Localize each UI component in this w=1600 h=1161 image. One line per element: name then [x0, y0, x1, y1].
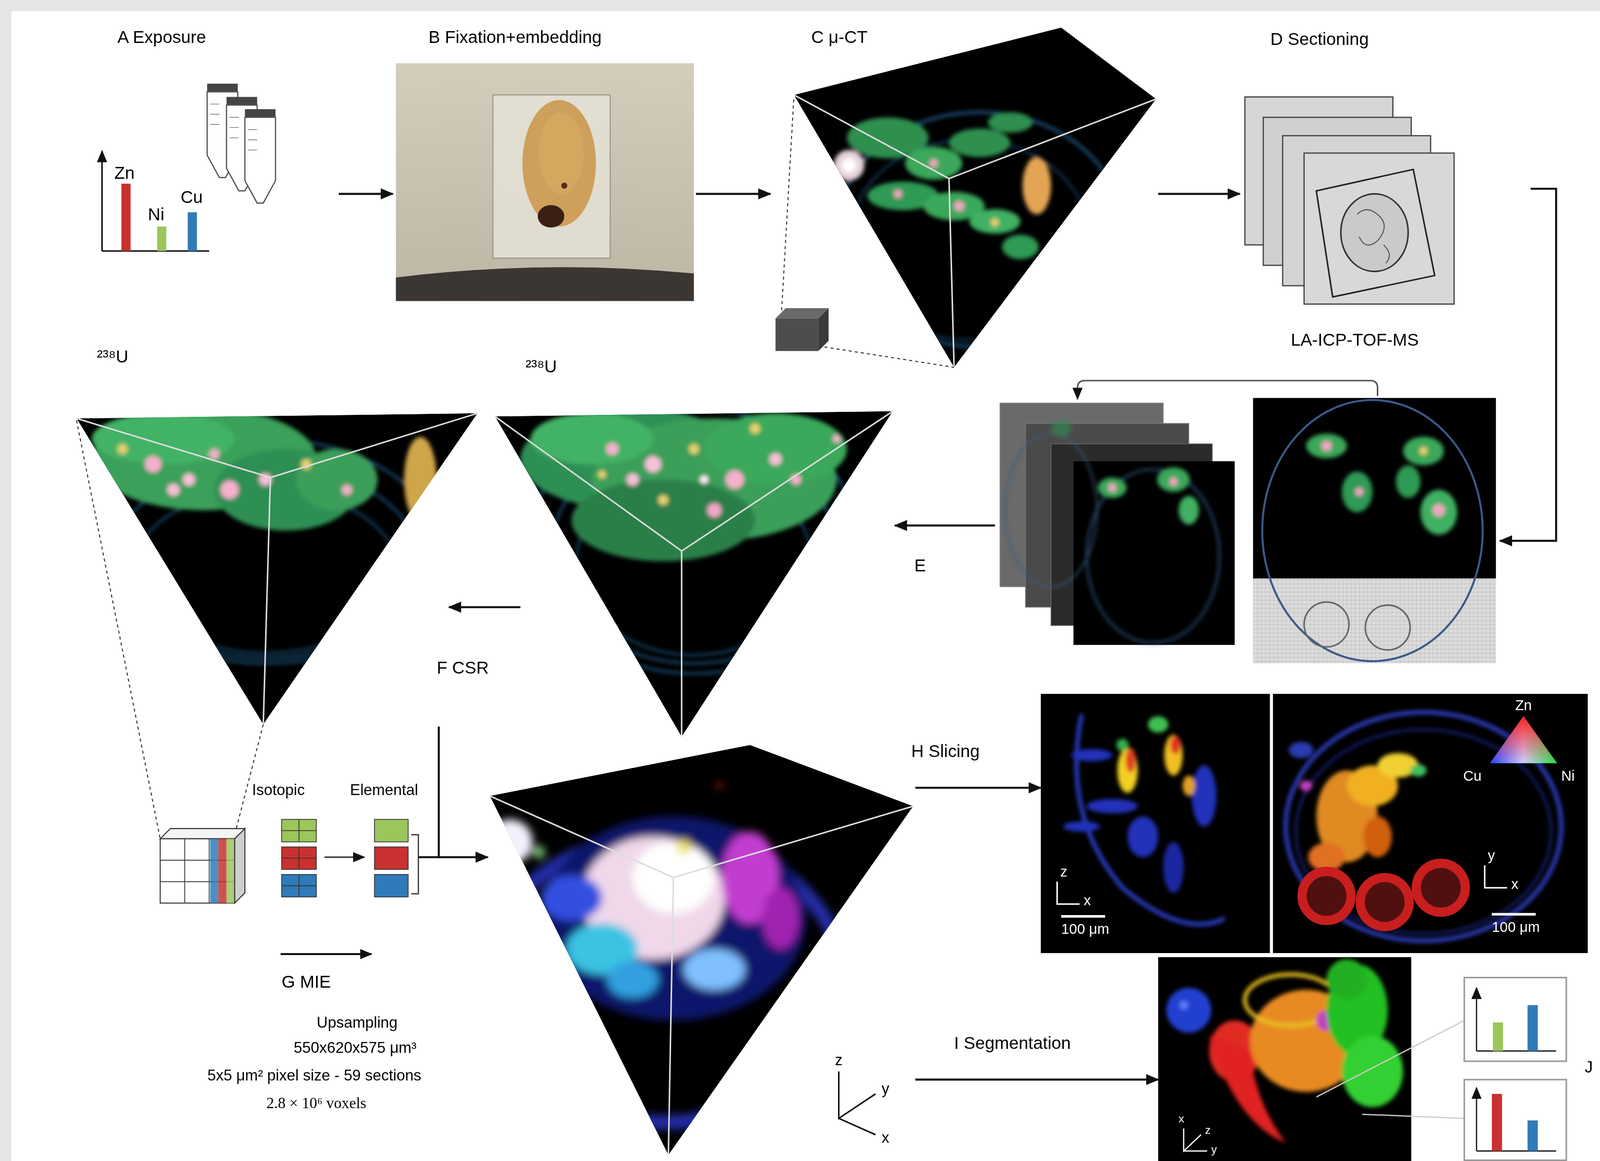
- scale-bar-label: 100 μm: [1491, 918, 1540, 935]
- axis-label: y: [1487, 846, 1495, 864]
- slicing-panel: zx100 μmyx100 μmZnCuNi: [1040, 693, 1589, 954]
- uranium-cube: ²³⁸U: [520, 352, 895, 739]
- flow-arrow: [1500, 188, 1557, 541]
- color-key-label: Cu: [1463, 767, 1482, 784]
- axis-label: z: [1060, 863, 1068, 880]
- sectioning-panel: D Sectioning: [1240, 22, 1531, 306]
- panel-heading: D Sectioning: [1270, 29, 1369, 50]
- flow-arrow: [695, 193, 771, 196]
- note-text: Upsampling: [316, 1013, 398, 1032]
- panel-heading: C μ-CT: [811, 27, 868, 48]
- isotope-label: ²³⁸U: [96, 347, 129, 367]
- edge-label: I Segmentation: [954, 1033, 1071, 1054]
- flow-arrow: [439, 726, 488, 857]
- axis-label: x: [881, 1128, 889, 1147]
- isotope-label: ²³⁸U: [525, 357, 558, 377]
- flow-arrow: [338, 193, 394, 196]
- color-key-label: Ni: [1560, 767, 1575, 784]
- la-icp-tof-ms-panel: LA-ICP-TOF-MS: [995, 326, 1501, 669]
- step-label: G MIE: [281, 972, 331, 993]
- axis-label: y: [881, 1079, 889, 1098]
- scheme-label: Elemental: [350, 780, 419, 799]
- color-key-label: Zn: [1515, 696, 1532, 714]
- flow-arrow: [448, 605, 521, 608]
- element-label: Cu: [180, 187, 203, 208]
- element-label: Zn: [114, 163, 135, 184]
- axis-label: y: [1211, 1142, 1217, 1156]
- note-text: 2.8 × 10⁶ voxels: [266, 1094, 366, 1113]
- axis-label: x: [1511, 875, 1519, 892]
- micro-ct-panel: C μ-CT: [770, 22, 1159, 370]
- panel-letter: J: [1584, 1058, 1594, 1078]
- panel-heading: A Exposure: [117, 27, 207, 48]
- scheme-label: Isotopic: [251, 780, 305, 799]
- segmentation-panel: x zy: [1158, 957, 1411, 1161]
- flow-arrow: [915, 786, 1041, 789]
- panel-heading: B Fixation+embedding: [428, 27, 602, 48]
- flow-arrow: [915, 1078, 1159, 1081]
- uranium-cube: ²³⁸U: [71, 341, 450, 727]
- axis-label: z: [1204, 1123, 1211, 1137]
- scale-bar-label: 100 μm: [1061, 920, 1110, 937]
- flow-arrow: [1158, 193, 1240, 196]
- element-label: Ni: [148, 204, 165, 225]
- axis-label: z: [835, 1050, 843, 1069]
- edge-label: E: [914, 556, 926, 576]
- edge-label: H Slicing: [911, 741, 980, 762]
- axis-label: x: [1083, 891, 1091, 909]
- exposure-panel: A Exposure: [96, 22, 339, 259]
- note-text: 5x5 μm² pixel size - 59 sections: [207, 1066, 422, 1084]
- axis-label: x: [1178, 1112, 1185, 1125]
- embedding-panel: B Fixation+embedding: [393, 22, 697, 303]
- method-heading: LA-ICP-TOF-MS: [1290, 330, 1419, 351]
- dimension-text: 550x620x575 μm³: [293, 1039, 417, 1057]
- flow-arrow: [894, 524, 996, 527]
- edge-label: F CSR: [436, 658, 489, 679]
- element-cube: z y x: [487, 740, 916, 1160]
